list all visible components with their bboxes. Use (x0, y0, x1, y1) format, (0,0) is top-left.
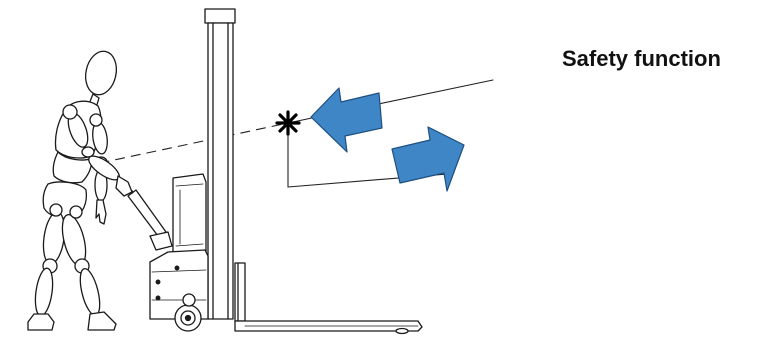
mast-top-cap (204, 8, 236, 24)
arrow-right-icon (391, 126, 465, 192)
battery-box (172, 173, 207, 255)
head (84, 50, 118, 96)
asterisk-sensor-icon (275, 110, 301, 136)
eye-sightline-dashed (99, 122, 289, 164)
tiller-arm (127, 189, 167, 237)
stacker-truck (116, 8, 423, 335)
operator-figure (27, 50, 133, 331)
arrow-left-icon (310, 87, 383, 153)
mast-outer (207, 22, 234, 320)
tiller-head (149, 231, 173, 251)
drive-wheel (174, 293, 202, 332)
diagram-title: Safety function (562, 46, 721, 71)
fork-carriage (234, 262, 246, 322)
